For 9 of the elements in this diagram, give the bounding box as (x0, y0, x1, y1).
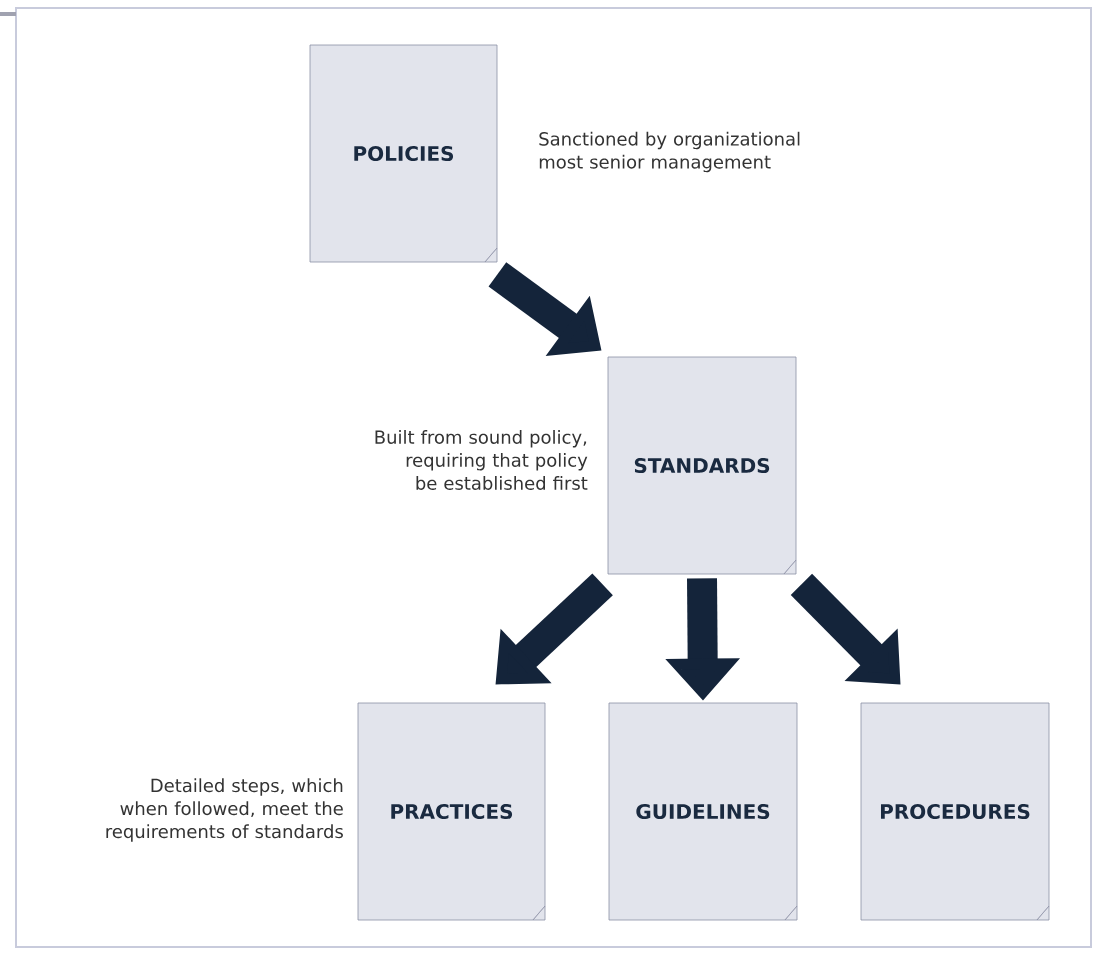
document-box: PROCEDURES (860, 702, 1050, 921)
block-arrow (790, 573, 901, 685)
document-box: STANDARDS (607, 356, 797, 575)
document-box: PRACTICES (357, 702, 546, 921)
note-text: Detailed steps, which when followed, meet the requirements of standards (106, 778, 343, 842)
note-text: Sanctioned by organizational most senior management (539, 131, 800, 173)
document-box: GUIDELINES (608, 702, 798, 921)
document-box: POLICIES (309, 44, 498, 263)
note-text: Built from sound policy, requiring that policy be established first (375, 430, 588, 490)
